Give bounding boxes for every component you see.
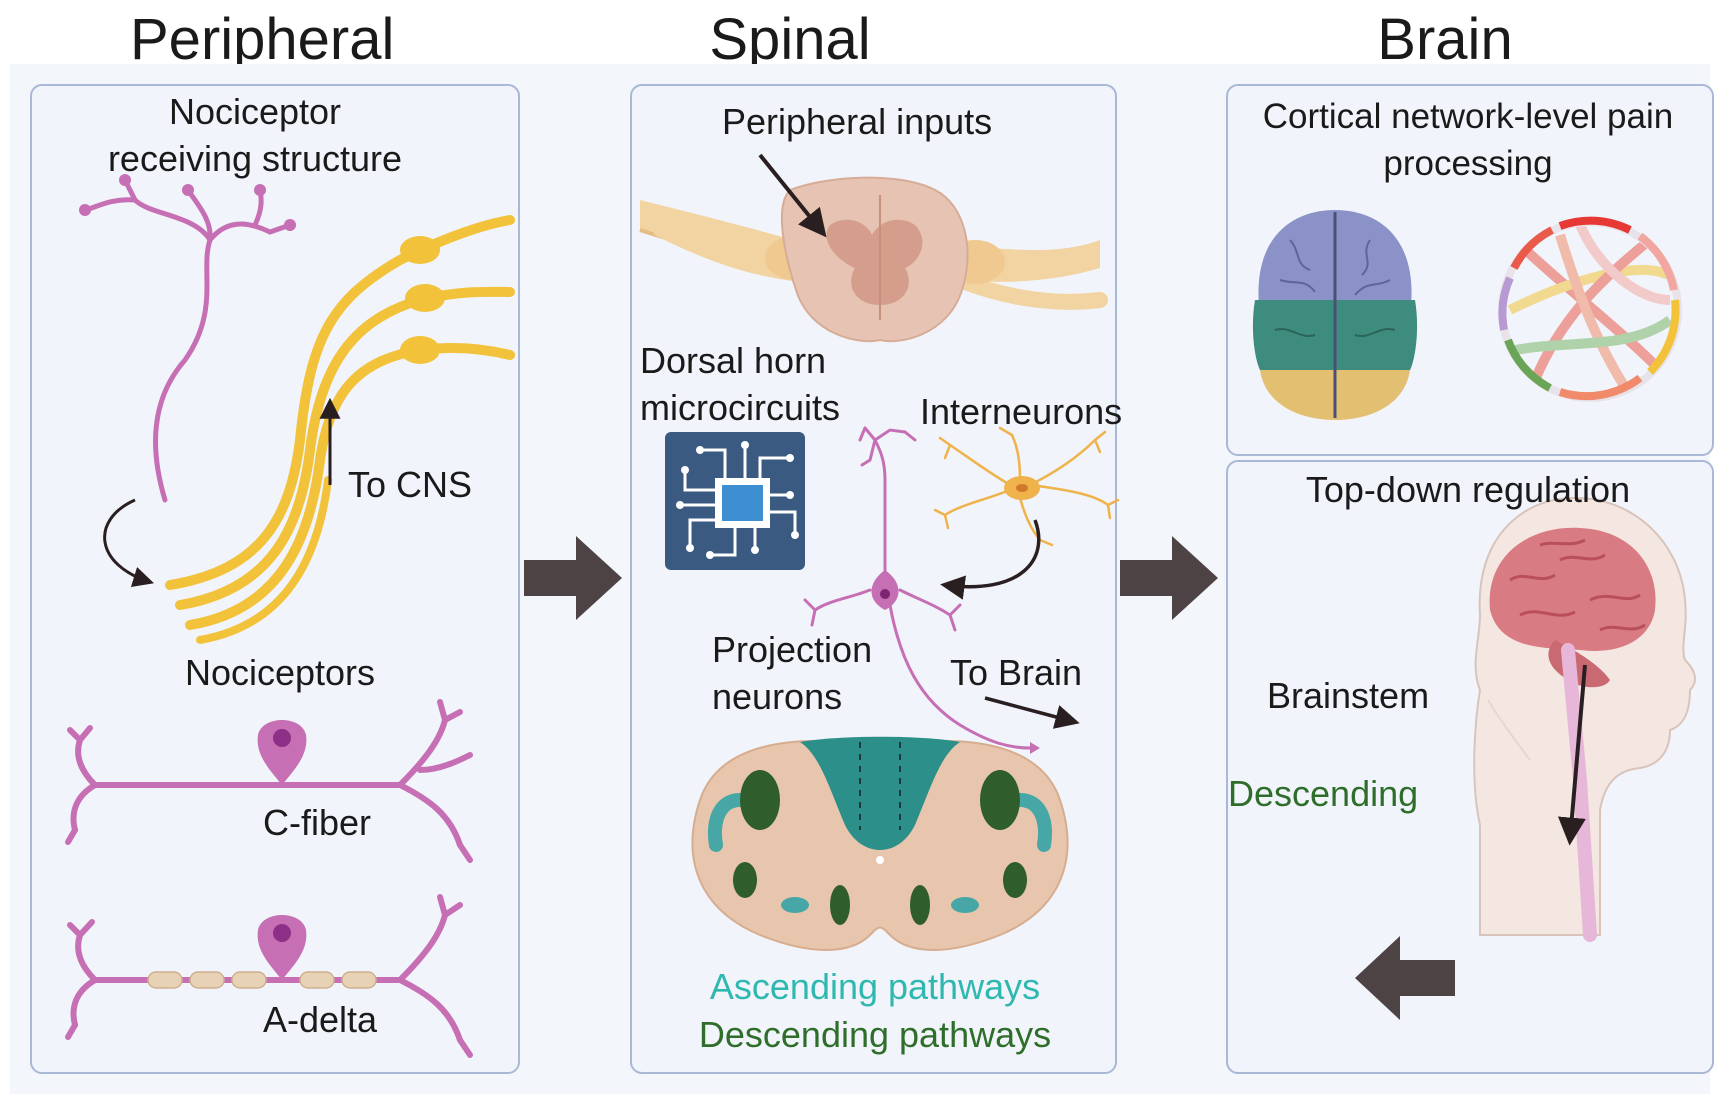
descending-pathways-label: Descending pathways [698, 1014, 1052, 1055]
ascending-pathways-label: Ascending pathways [709, 966, 1041, 1007]
cortical-label-line1: Cortical network-level pain [1262, 97, 1674, 136]
nerve-bundle [165, 215, 515, 644]
descending-arrow [1557, 664, 1587, 846]
to-cns-label: To CNS [348, 464, 473, 505]
projection-neurons-label-line2: neurons [712, 676, 843, 717]
interneuron [933, 426, 1120, 547]
top-down-label: Top-down regulation [1305, 469, 1631, 510]
dorsal-horn-label-line2: microcircuits [640, 387, 841, 428]
top-view-brain [1252, 210, 1418, 420]
c-fiber-label: C-fiber [263, 802, 372, 843]
transduction-arrow [103, 498, 155, 588]
interneurons-label: Interneurons [920, 391, 1123, 432]
projection-neuron [803, 426, 1032, 750]
column-title-spinal: Spinal [709, 7, 871, 72]
dorsal-horn-label-line1: Dorsal horn [640, 340, 827, 381]
spinal-cord-segment [639, 176, 1108, 343]
connectivity-chord-icon [1498, 216, 1682, 402]
a-delta-label: A-delta [263, 999, 378, 1040]
c-fiber-neuron [65, 699, 473, 863]
interneuron-to-projection-arrow [940, 519, 1041, 600]
flow-arrow-spinal-to-brain [1120, 536, 1218, 620]
chip-icon [665, 432, 805, 570]
a-delta-cell-body [257, 915, 307, 980]
to-brain-arrow [984, 696, 1080, 729]
projection-neurons-label-line1: Projection [712, 629, 873, 670]
receiving-structure-label-line1: Nociceptor [168, 91, 342, 132]
column-title-peripheral: Peripheral [130, 7, 395, 72]
receiving-structure-neuron [82, 177, 293, 503]
brainstem-label: Brainstem [1267, 675, 1430, 716]
to-brain-label: To Brain [950, 652, 1083, 693]
peripheral-inputs-arrow [758, 153, 827, 238]
receiving-structure-terminals [79, 174, 296, 231]
peripheral-inputs-label: Peripheral inputs [722, 101, 993, 142]
nerve-ganglia [400, 236, 445, 364]
nociceptors-label: Nociceptors [184, 652, 376, 693]
flow-arrow-peripheral-to-spinal [524, 536, 622, 620]
flow-arrow-descending-return [1355, 936, 1455, 1020]
spinal-cross-section [691, 736, 1069, 951]
head-profile [1473, 496, 1696, 942]
cortical-label-line2: processing [1383, 144, 1553, 183]
myelin-sheath [147, 971, 377, 989]
c-fiber-cell-body [257, 720, 307, 785]
receiving-structure-label-line2: receiving structure [107, 138, 403, 179]
column-title-brain: Brain [1377, 7, 1513, 72]
brain-descending-label: Descending [1228, 773, 1419, 814]
